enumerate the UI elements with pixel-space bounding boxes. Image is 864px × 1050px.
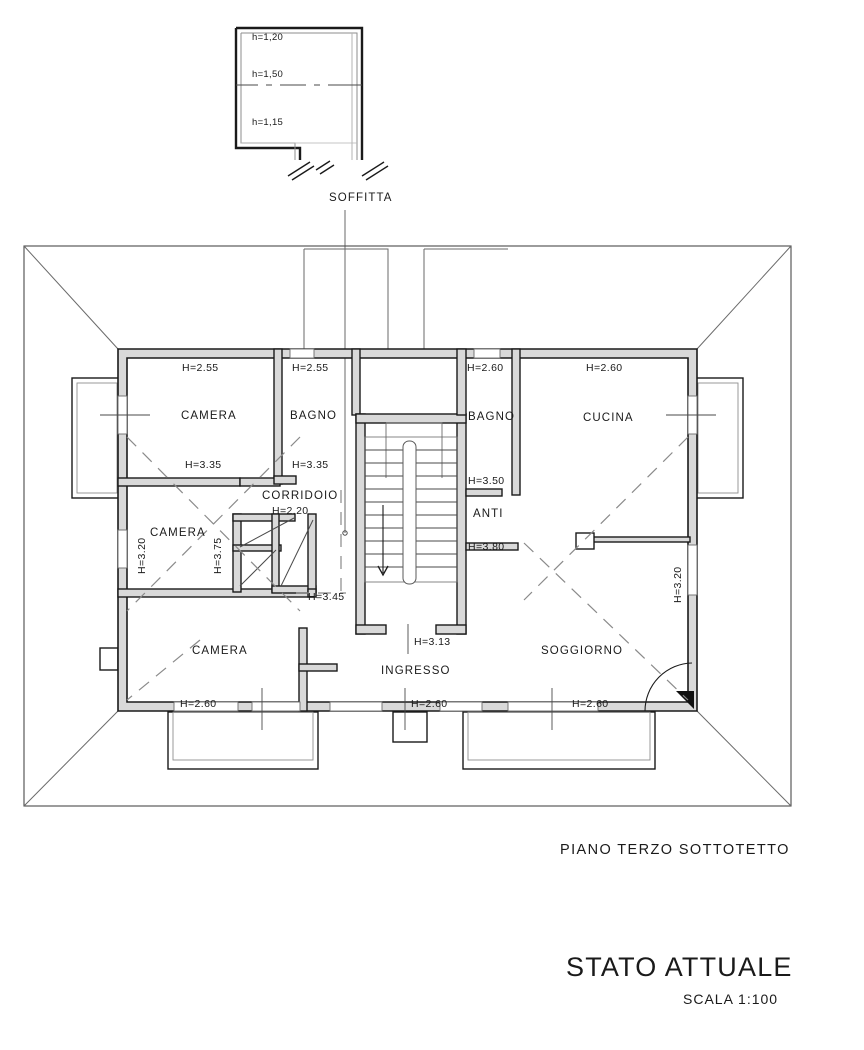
dim-bagno-left-upper: H=2.55: [292, 362, 329, 374]
room-label-bagno-right: BAGNO: [468, 411, 516, 423]
room-label-camera-bottom-left: CAMERA: [192, 645, 248, 657]
dim-camera-mid-left-bottom: H=3.45: [308, 591, 345, 603]
leader-endpoint-marker: [342, 530, 348, 536]
door-leaf-marker: [676, 691, 694, 709]
window-centerlines: [100, 414, 716, 730]
dim-staircase: H=3.13: [414, 636, 451, 648]
soffitta-detail-group: [234, 26, 389, 533]
room-label-corridoio: CORRIDOIO: [262, 490, 339, 502]
dim-camera-mid-left-right: H=3.75: [212, 537, 224, 574]
dim-bagno-left-lower: H=3.35: [292, 459, 329, 471]
dim-camera-top-left-lower: H=3.35: [185, 459, 222, 471]
soffitta-height-2: h=1,50: [252, 69, 284, 80]
dim-bagno-right-lower: H=3.50: [468, 475, 505, 487]
soffitta-height-3: h=1,15: [252, 117, 284, 128]
dim-bagno-right-upper: H=2.60: [467, 362, 504, 374]
dim-corridoio: H=2.20: [272, 505, 309, 517]
drawing-scale: SCALA 1:100: [683, 991, 779, 1007]
room-label-camera-top-left: CAMERA: [181, 410, 237, 422]
soffitta-label: SOFFITTA: [329, 192, 393, 204]
room-label-cucina: CUCINA: [583, 412, 634, 424]
staircase: [364, 422, 458, 654]
interior-roof-slope-lines: [126, 436, 689, 701]
room-label-soggiorno: SOGGIORNO: [541, 645, 624, 657]
dim-cucina-right: H=3.20: [672, 566, 684, 603]
room-label-camera-mid-left: CAMERA: [150, 527, 206, 539]
floor-caption: PIANO TERZO SOTTOTETTO: [560, 842, 790, 858]
room-label-anti: ANTI: [473, 508, 504, 520]
soffitta-height-1: h=1,20: [252, 32, 284, 43]
dim-ingresso-bottom: H=2.60: [411, 698, 448, 710]
room-label-ingresso: INGRESSO: [381, 665, 451, 677]
dim-camera-top-left-upper: H=2.55: [182, 362, 219, 374]
drawing-title: STATO ATTUALE: [566, 952, 793, 982]
roof-light-wells: [303, 248, 508, 352]
dim-soggiorno-bottom: H=2.60: [572, 698, 609, 710]
interior-walls: [117, 348, 691, 712]
window-openings: [117, 348, 698, 712]
dim-camera-bottom-left: H=2.60: [180, 698, 217, 710]
room-label-bagno-left: BAGNO: [290, 410, 338, 422]
dim-camera-mid-left-side: H=3.20: [136, 537, 148, 574]
dim-anti-bottom: H=3.80: [468, 541, 505, 553]
roof-outline: [23, 245, 792, 807]
dim-cucina-upper: H=2.60: [586, 362, 623, 374]
